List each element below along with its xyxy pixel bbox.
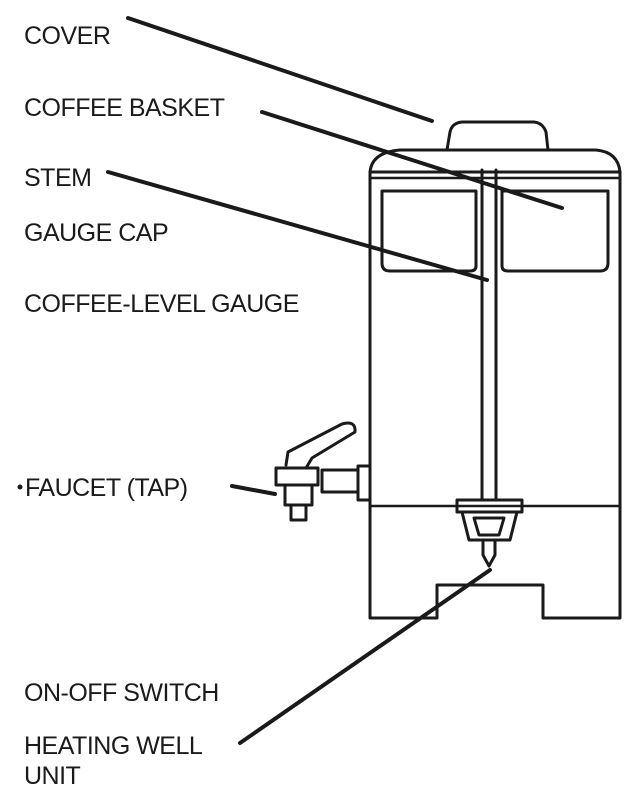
label-coffee-level-gauge: COFFEE-LEVEL GAUGE <box>24 290 299 318</box>
leader-stem <box>106 170 489 282</box>
basket-window-right <box>500 189 610 273</box>
faucet-mount <box>356 464 372 502</box>
leader-faucet <box>230 484 277 496</box>
faucet-handle <box>284 421 357 470</box>
label-stem: STEM <box>24 164 91 192</box>
leader-cover <box>126 16 434 123</box>
leader-lines <box>106 16 564 745</box>
label-faucet: FAUCET (TAP) <box>25 474 188 502</box>
heating-well <box>455 498 524 568</box>
urn-illustration <box>274 120 622 620</box>
coffee-level-gauge-tube <box>480 168 498 502</box>
basket-window-left <box>380 189 478 273</box>
cover-knob <box>445 120 550 152</box>
lid <box>368 148 622 174</box>
label-coffee-basket: COFFEE BASKET <box>24 94 225 122</box>
faucet-body <box>274 466 360 522</box>
labels: COVER COFFEE BASKET STEM GAUGE CAP COFFE… <box>17 22 299 790</box>
urn-body <box>368 170 622 620</box>
leader-coffee-basket <box>260 110 564 210</box>
label-cover: COVER <box>24 22 110 50</box>
label-heating-well-line2: UNIT <box>24 762 81 790</box>
label-on-off-switch: ON-OFF SWITCH <box>24 679 219 707</box>
leader-heating-well <box>238 568 492 745</box>
label-gauge-cap: GAUGE CAP <box>24 219 168 247</box>
label-heating-well-line1: HEATING WELL <box>24 732 203 760</box>
faucet-bullet <box>17 484 23 490</box>
